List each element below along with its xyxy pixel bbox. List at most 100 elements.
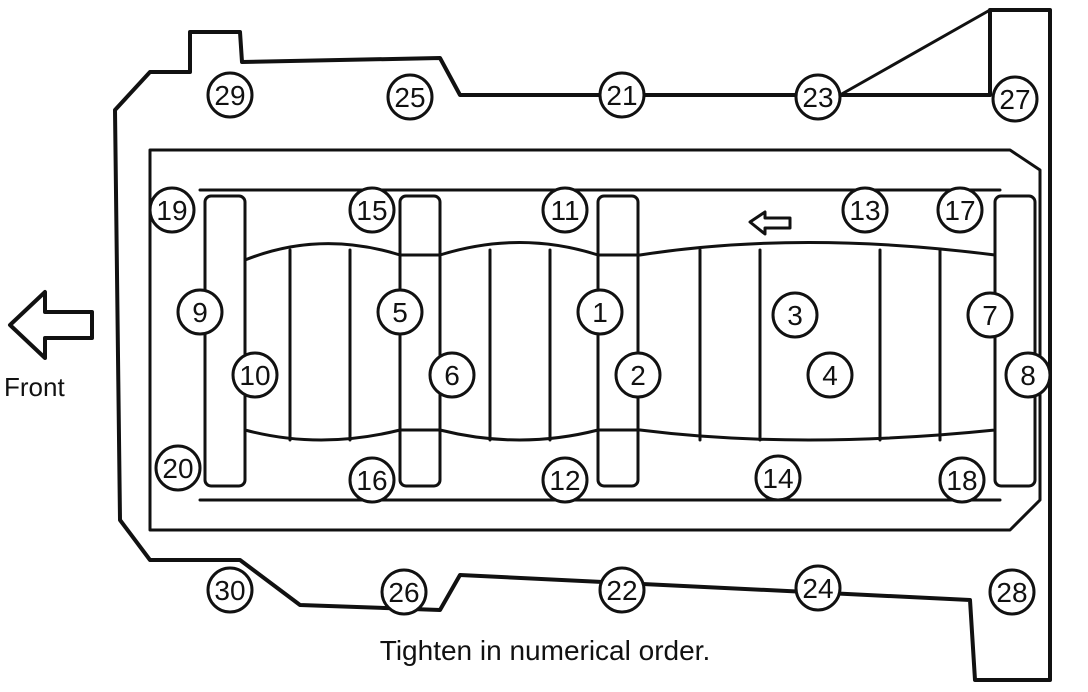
- bearing-cap-4: [993, 194, 1037, 488]
- bolt-number: 6: [444, 360, 460, 391]
- bolt-number: 10: [239, 360, 270, 391]
- bolt-number: 28: [996, 577, 1027, 608]
- bolt-circle: [386, 73, 434, 121]
- front-arrow-small: [748, 210, 792, 236]
- bolt-number: 25: [394, 82, 425, 113]
- bolt-callout-21: 21: [598, 71, 646, 119]
- bolt-callout-14: 14: [754, 454, 802, 502]
- bolt-number: 7: [982, 300, 998, 331]
- bolt-circle: [541, 456, 589, 504]
- bolt-circle: [966, 291, 1014, 339]
- bolt-circle: [380, 568, 428, 616]
- bolt-circle: [348, 186, 396, 234]
- bolt-circle: [176, 288, 224, 336]
- bolt-callout-7: 7: [966, 291, 1014, 339]
- bolt-number: 8: [1020, 360, 1036, 391]
- bolt-circle: [231, 351, 279, 399]
- bolt-callout-3: 3: [771, 291, 819, 339]
- bolt-callout-8: 8: [1004, 351, 1052, 399]
- bolt-callout-23: 23: [794, 73, 842, 121]
- bolt-callout-26: 26: [380, 568, 428, 616]
- bolt-callout-30: 30: [206, 566, 254, 614]
- bolt-circle: [794, 564, 842, 612]
- bolt-callout-5: 5: [376, 288, 424, 336]
- bolt-number: 16: [356, 465, 387, 496]
- bolt-circle: [154, 444, 202, 492]
- bolt-callout-19: 19: [148, 186, 196, 234]
- bolt-number: 27: [999, 84, 1030, 115]
- housing-corner-line: [838, 8, 992, 97]
- bearing-cap-1: [203, 194, 247, 488]
- caption: Tighten in numerical order.: [380, 635, 710, 666]
- bolt-circle: [376, 288, 424, 336]
- bearing-cap-3: [596, 194, 640, 488]
- bolt-number: 5: [392, 297, 408, 328]
- bolt-callout-4: 4: [806, 351, 854, 399]
- bolt-number: 11: [550, 195, 579, 226]
- bolt-callout-15: 15: [348, 186, 396, 234]
- bolt-number: 30: [214, 575, 245, 606]
- bolt-number: 12: [549, 465, 580, 496]
- crank-detail-lines: [288, 248, 942, 442]
- bolt-circle: [206, 566, 254, 614]
- bolt-number: 17: [944, 195, 975, 226]
- bolt-circle: [794, 73, 842, 121]
- bolt-callout-22: 22: [598, 566, 646, 614]
- bolt-callout-13: 13: [841, 186, 889, 234]
- bolt-callout-1: 1: [576, 288, 624, 336]
- bolt-callout-18: 18: [938, 456, 986, 504]
- bolt-number: 22: [606, 575, 637, 606]
- bolt-circle: [936, 186, 984, 234]
- bolt-number: 3: [787, 300, 803, 331]
- bolt-number: 20: [162, 453, 193, 484]
- bolt-number: 9: [192, 297, 208, 328]
- bolt-circle: [598, 566, 646, 614]
- bolt-circle: [206, 71, 254, 119]
- bolt-circle: [148, 186, 196, 234]
- bolt-circle: [754, 454, 802, 502]
- bolt-callout-2: 2: [614, 351, 662, 399]
- inner-outline: [148, 148, 1042, 532]
- bolt-callout-24: 24: [794, 564, 842, 612]
- bearing-cap-2: [398, 194, 442, 488]
- bolt-callout-12: 12: [541, 456, 589, 504]
- front-label: Front: [4, 372, 65, 402]
- bolt-circle: [938, 456, 986, 504]
- bolt-number: 19: [156, 195, 187, 226]
- bolt-number: 26: [388, 577, 419, 608]
- bolt-circle: [991, 75, 1039, 123]
- bolt-number: 2: [630, 360, 646, 391]
- bolt-circle: [1004, 351, 1052, 399]
- bolt-number: 15: [356, 195, 387, 226]
- bolt-circle: [771, 291, 819, 339]
- bolt-number: 24: [802, 573, 833, 604]
- crankshaft-body: [243, 241, 997, 442]
- bolt-number: 18: [946, 465, 977, 496]
- bolt-number: 23: [802, 82, 833, 113]
- bolt-callout-29: 29: [206, 71, 254, 119]
- bolt-circle: [841, 186, 889, 234]
- bolt-circle: [614, 351, 662, 399]
- bolt-circle: [576, 288, 624, 336]
- bolt-callout-10: 10: [231, 351, 279, 399]
- bolt-callout-11: 11: [541, 186, 589, 234]
- front-arrow-icon: [8, 290, 94, 360]
- bolt-callout-28: 28: [988, 568, 1036, 616]
- bolt-callout-9: 9: [176, 288, 224, 336]
- bolt-callout-6: 6: [428, 351, 476, 399]
- bolt-number: 13: [849, 195, 880, 226]
- bolt-number: 1: [592, 297, 608, 328]
- bolt-circle: [541, 186, 589, 234]
- bolt-circle: [598, 71, 646, 119]
- bolt-circle: [806, 351, 854, 399]
- bolt-circle: [348, 456, 396, 504]
- bolt-layer: 1234567891011121314151617181920212223242…: [148, 71, 1052, 616]
- bolt-number: 4: [822, 360, 838, 391]
- bolt-circle: [988, 568, 1036, 616]
- bolt-callout-17: 17: [936, 186, 984, 234]
- bolt-callout-25: 25: [386, 73, 434, 121]
- bolt-circle: [428, 351, 476, 399]
- bolt-number: 29: [214, 80, 245, 111]
- bolt-number: 21: [606, 80, 637, 111]
- bolt-number: 14: [762, 463, 793, 494]
